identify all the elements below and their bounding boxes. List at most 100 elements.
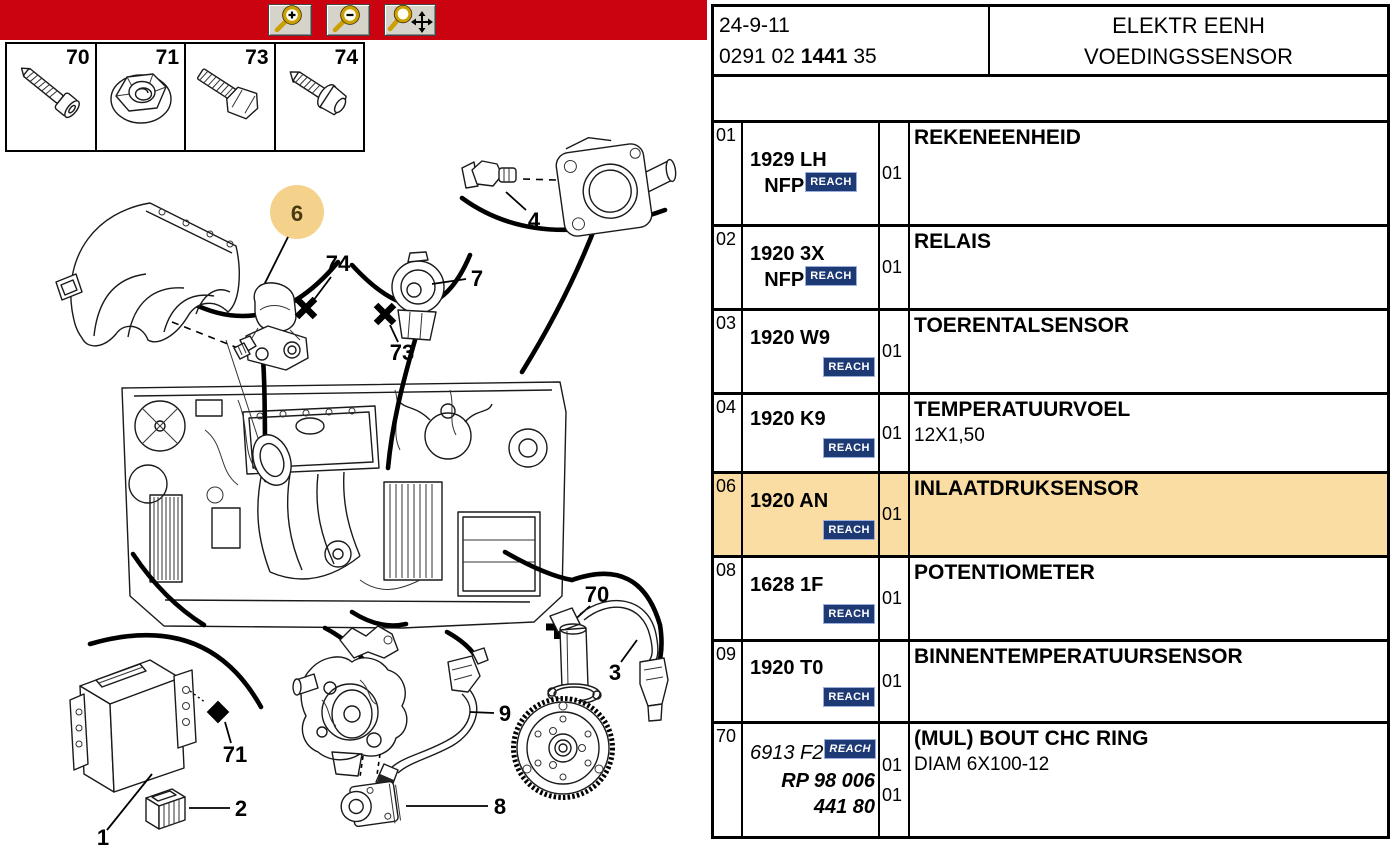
part-number-line: REACH (743, 353, 878, 377)
description-cell: TEMPERATUURVOEL 12X1,50 (910, 395, 1387, 471)
coolant-temp-sensor-drawing (461, 160, 517, 189)
page-title-line2: VOEDINGSSENSOR (1083, 43, 1294, 69)
callout-70[interactable]: 70 (585, 582, 609, 607)
header-date: 24-9-11 (719, 14, 790, 37)
quantity-cell: 01 (880, 642, 910, 721)
quantity-value: 01 (882, 754, 903, 775)
description-cell: REKENEENHEID (910, 123, 1387, 224)
description-line: REKENEENHEID (914, 126, 1081, 149)
reach-badge[interactable]: REACH (823, 686, 875, 707)
thumbnail-74-label: 74 (334, 46, 358, 69)
quantity-value: 01 (882, 257, 903, 277)
reach-badge[interactable]: REACH (805, 171, 857, 192)
throttle-body-drawing (292, 625, 408, 777)
fixing-marker-71 (206, 700, 230, 724)
callout-4[interactable]: 4 (528, 208, 541, 233)
part-number-line: 1920 T0 (750, 656, 824, 679)
knock-sensor-drawing (391, 251, 445, 341)
thumbnail-73-label: 73 (245, 46, 269, 69)
callout-cell: 70 (714, 724, 743, 836)
callout-71[interactable]: 71 (223, 742, 247, 767)
thumbnail-73[interactable]: 73 (186, 44, 276, 150)
callout-2[interactable]: 2 (235, 796, 247, 821)
description-line: RELAIS (914, 230, 992, 253)
callout-3[interactable]: 3 (609, 660, 621, 685)
reach-badge[interactable]: REACH (824, 739, 877, 759)
part-number-line: REACH (743, 600, 878, 624)
zoom-in-button[interactable] (268, 4, 312, 36)
callout-cell: 04 (714, 395, 743, 471)
callout-7[interactable]: 7 (471, 266, 483, 291)
toolbar (0, 0, 707, 40)
quantity-value: 01 (882, 422, 903, 443)
description-line: TEMPERATUURVOEL (914, 398, 1131, 421)
description-cell: RELAIS (910, 227, 1387, 308)
reach-badge[interactable]: REACH (823, 603, 875, 624)
quantity-value: 01 (882, 588, 903, 608)
quantity-cell: 01 (880, 474, 910, 555)
part-number-line: REACH (743, 434, 878, 458)
callout-cell: 09 (714, 642, 743, 721)
callout-cell: 08 (714, 558, 743, 639)
table-header: 24-9-11 0291 02 1441 35 ELEKTR EENH VOED… (714, 7, 1387, 77)
table-row[interactable]: 04 1920 K9 REACH 01 TEMPERATUURVOEL 12X1,5… (714, 395, 1387, 474)
intake-manifold-drawing (55, 202, 292, 486)
thumbnail-71[interactable]: 71 (97, 44, 186, 150)
quantity-cell: 01 (880, 123, 910, 224)
magnifier-move-icon (387, 4, 433, 36)
zoom-pan-button[interactable] (384, 4, 436, 36)
description-line: INLAATDRUKSENSOR (914, 477, 1139, 500)
reach-badge[interactable]: REACH (823, 519, 875, 540)
quantity-cell: 01 (880, 311, 910, 392)
part-number-line: 1920 K9 (750, 408, 826, 430)
description-line: BINNENTEMPERATUURSENSOR (914, 645, 1243, 668)
part-number-line: 1628 1F (750, 573, 824, 596)
fixing-marker-73 (373, 302, 397, 326)
callout-cell: 02 (714, 227, 743, 308)
reach-badge[interactable]: REACH (823, 438, 875, 458)
description-cell: INLAATDRUKSENSOR (910, 474, 1387, 555)
quantity-cell: 01 (880, 395, 910, 471)
harness-drawing (375, 647, 489, 790)
reach-badge[interactable]: REACH (823, 356, 875, 377)
callout-6[interactable]: 6 (291, 201, 303, 226)
description-line: 12X1,50 (914, 425, 985, 446)
thumbnail-74[interactable]: 74 (276, 44, 364, 150)
map-sensor-drawing (233, 282, 309, 371)
callout-9[interactable]: 9 (499, 701, 511, 726)
reach-badge[interactable]: REACH (805, 265, 857, 286)
zoom-out-button[interactable] (326, 4, 370, 36)
callout-6-highlight (270, 185, 324, 239)
callout-8[interactable]: 8 (494, 794, 506, 819)
flywheel-drawing (511, 696, 615, 800)
table-row[interactable]: 09 1920 T0 REACH 01 BINNENTEMPERATUURSENS… (714, 642, 1387, 724)
magnifier-minus-icon (330, 4, 366, 36)
thumbnail-70[interactable]: 70 (7, 44, 97, 150)
header-doc-number: 0291 02 1441 35 (719, 45, 877, 68)
quantity-cell: 01 (880, 227, 910, 308)
description-cell: TOERENTALSENSOR (910, 311, 1387, 392)
potentiometer-drawing (340, 780, 402, 828)
magnifier-plus-icon (272, 4, 308, 36)
engine-bay-drawing (121, 381, 567, 629)
part-number-cell: 1920 T0 REACH (743, 642, 880, 721)
callout-74[interactable]: 74 (326, 251, 351, 276)
callout-73[interactable]: 73 (390, 340, 414, 365)
callout-1[interactable]: 1 (97, 825, 109, 846)
part-number-line: 1929 LH (750, 148, 827, 171)
